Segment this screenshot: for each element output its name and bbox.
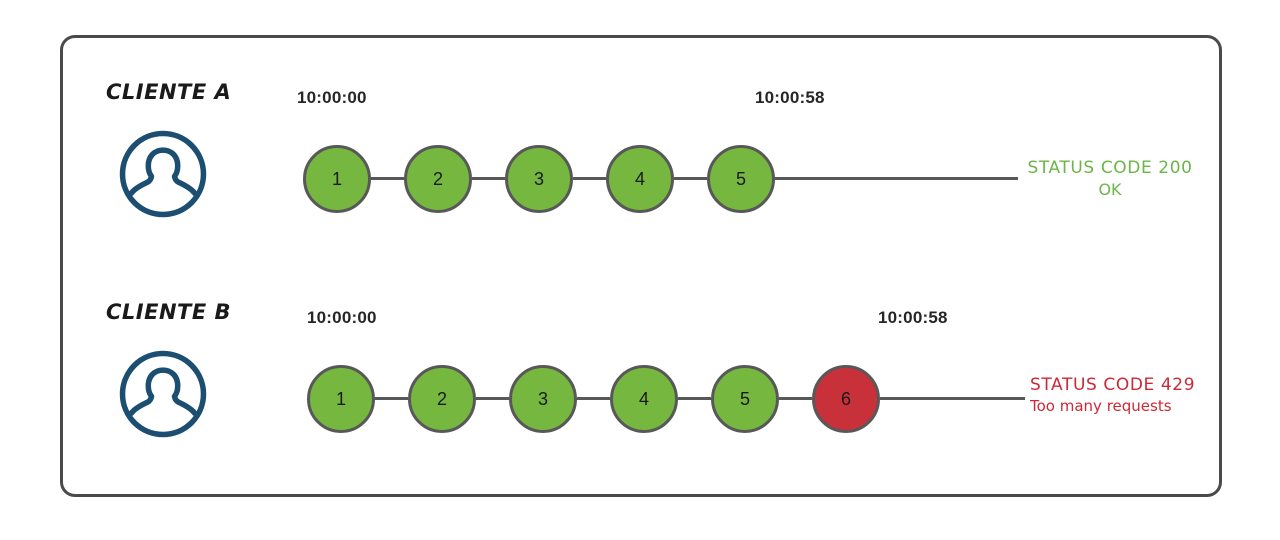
connector-trailing — [775, 177, 1018, 180]
request-node[interactable]: 4 — [606, 145, 674, 213]
status-message-a: OK — [1098, 179, 1122, 199]
client-label-a: CLIENTE A — [106, 80, 232, 104]
timestamp-start-a: 10:00:00 — [297, 88, 367, 107]
status-code-b: STATUS CODE 429 — [1030, 375, 1196, 395]
connector — [371, 177, 404, 180]
connector — [476, 397, 509, 400]
request-node[interactable]: 5 — [707, 145, 775, 213]
request-node[interactable]: 5 — [711, 365, 779, 433]
connector — [577, 397, 610, 400]
timestamp-start-b: 10:00:00 — [307, 308, 377, 327]
request-node-rate-limited[interactable]: 6 — [812, 365, 880, 433]
timestamp-end-a: 10:00:58 — [755, 88, 825, 107]
status-badge-a: STATUS CODE 200 OK — [1026, 158, 1194, 200]
connector — [573, 177, 606, 180]
connector-trailing — [880, 397, 1025, 400]
request-node[interactable]: 2 — [408, 365, 476, 433]
request-chain-a: 1 2 3 4 5 — [303, 129, 1023, 229]
client-label-b: CLIENTE B — [106, 300, 232, 324]
user-avatar-icon — [117, 128, 209, 220]
status-message-b: Too many requests — [1030, 396, 1172, 415]
connector — [779, 397, 812, 400]
request-node[interactable]: 1 — [307, 365, 375, 433]
request-node[interactable]: 3 — [509, 365, 577, 433]
request-chain-b: 1 2 3 4 5 6 — [307, 349, 1037, 449]
request-node[interactable]: 4 — [610, 365, 678, 433]
request-node[interactable]: 1 — [303, 145, 371, 213]
connector — [375, 397, 408, 400]
connector — [674, 177, 707, 180]
connector — [678, 397, 711, 400]
timestamp-end-b: 10:00:58 — [878, 308, 948, 327]
user-avatar-icon — [117, 348, 209, 440]
status-code-a: STATUS CODE 200 — [1027, 158, 1193, 178]
request-node[interactable]: 3 — [505, 145, 573, 213]
connector — [472, 177, 505, 180]
status-badge-b: STATUS CODE 429 Too many requests — [1030, 375, 1230, 416]
request-node[interactable]: 2 — [404, 145, 472, 213]
